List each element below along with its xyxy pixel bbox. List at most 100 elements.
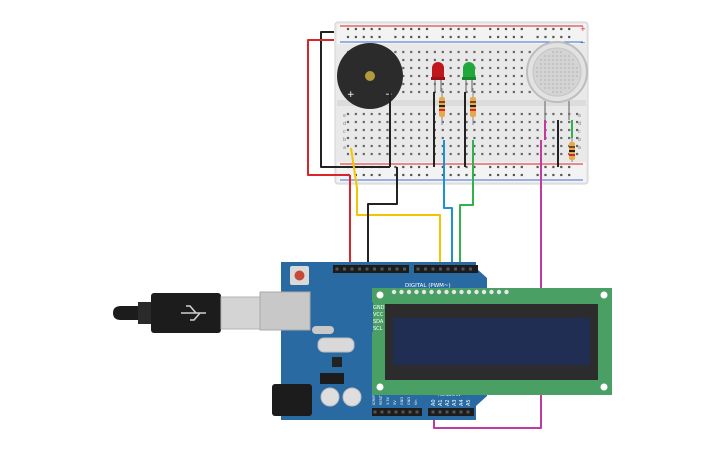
lcd-screen xyxy=(393,318,590,365)
breadboard-hole xyxy=(457,90,460,94)
arduino-usb-port xyxy=(259,291,311,331)
green-led-icon[interactable] xyxy=(462,62,476,92)
breadboard-hole xyxy=(418,120,421,124)
breadboard-row-labels: a b c d e a b c d e + − xyxy=(343,25,586,151)
mesh-dot xyxy=(552,91,554,93)
breadboard-hole xyxy=(576,120,579,124)
breadboard-hole xyxy=(497,112,500,116)
mesh-dot xyxy=(564,63,566,65)
mesh-dot xyxy=(556,63,558,65)
breadboard-hole xyxy=(465,112,468,116)
wire-yellow-buzzer[interactable] xyxy=(350,147,441,267)
power-pin-label-6: Vin xyxy=(414,399,418,405)
mesh-dot xyxy=(568,71,570,73)
mesh-dot xyxy=(544,59,546,61)
rail-hole xyxy=(512,27,515,31)
rail-hole xyxy=(497,27,500,31)
lcd-header-pad xyxy=(504,289,509,295)
power-pin-hole xyxy=(408,410,412,414)
analog-pin-hole xyxy=(466,410,470,414)
breadboard-hole xyxy=(441,128,444,132)
breadboard-hole xyxy=(481,128,484,132)
breadboard-hole xyxy=(465,128,468,132)
breadboard-hole xyxy=(504,136,508,140)
mesh-dot xyxy=(572,67,574,69)
breadboard-hole xyxy=(346,152,350,156)
power-pin-hole xyxy=(401,410,405,414)
mesh-dot xyxy=(548,63,550,65)
breadboard-hole xyxy=(370,120,373,124)
breadboard-hole xyxy=(386,112,389,116)
breadboard-hole xyxy=(465,120,468,124)
power-pin-hole xyxy=(373,410,377,414)
mesh-dot xyxy=(572,59,574,61)
wire-red-rail[interactable] xyxy=(307,39,350,176)
analog-pin-label-1: A1 xyxy=(438,399,444,406)
lcd-header-pad xyxy=(414,289,419,295)
rail-hole xyxy=(465,165,468,169)
arduino-capacitor-2 xyxy=(342,387,362,407)
analog-pin-hole xyxy=(438,410,442,414)
rail-hole xyxy=(362,35,365,39)
mesh-dot xyxy=(552,63,554,65)
breadboard-hole xyxy=(473,82,476,86)
arduino-crystal xyxy=(312,326,334,334)
analog-pin-hole xyxy=(445,410,449,414)
gas-sensor-icon[interactable] xyxy=(526,41,588,120)
breadboard-hole xyxy=(512,112,515,116)
breadboard-hole xyxy=(354,112,357,116)
mesh-dot xyxy=(564,55,566,57)
breadboard-hole xyxy=(441,136,444,140)
rail-hole xyxy=(560,165,563,169)
rail-hole xyxy=(504,35,508,39)
breadboard-hole xyxy=(489,66,492,70)
breadboard-hole xyxy=(520,144,523,148)
breadboard-hole xyxy=(465,152,468,156)
mesh-dot xyxy=(556,55,558,57)
power-pin-hole xyxy=(387,410,391,414)
breadboard-hole xyxy=(481,144,484,148)
breadboard-hole xyxy=(425,152,429,156)
breadboard-hole xyxy=(346,128,350,132)
reset-button[interactable] xyxy=(294,270,305,281)
power-pin-labels: IOREF RESET 3.3V 5V GND GND Vin xyxy=(372,393,418,405)
digital-header-1 xyxy=(333,265,409,273)
breadboard-hole xyxy=(457,128,460,132)
breadboard-hole xyxy=(520,82,523,86)
wire-black-rail[interactable] xyxy=(320,31,390,168)
buzzer-icon[interactable]: + − xyxy=(337,43,403,109)
mesh-dot xyxy=(544,71,546,73)
mesh-dot xyxy=(560,51,562,53)
row-letter-e-right: e xyxy=(578,113,581,119)
breadboard-hole xyxy=(441,90,444,94)
rail-minus-sign: − xyxy=(580,39,586,47)
rail-hole xyxy=(449,27,452,31)
lcd-header-pads xyxy=(391,289,509,295)
wire-blue-led[interactable] xyxy=(443,140,453,267)
rail-hole xyxy=(560,35,563,39)
breadboard-hole xyxy=(512,120,515,124)
breadboard-hole xyxy=(402,112,405,116)
lcd-module[interactable]: GND VCC SDA SCL xyxy=(360,288,612,395)
usb-cable-icon[interactable] xyxy=(113,293,262,333)
breadboard-hole xyxy=(378,120,381,124)
rail-hole xyxy=(378,173,381,177)
mesh-dot xyxy=(572,83,574,85)
rail-hole xyxy=(402,27,405,31)
breadboard-hole xyxy=(386,136,389,140)
wire-green-led[interactable] xyxy=(459,140,474,267)
rail-plus-sign: + xyxy=(580,25,586,33)
resistor-green-led[interactable] xyxy=(470,88,476,125)
breadboard-hole xyxy=(386,120,389,124)
breadboard-hole xyxy=(457,82,460,86)
resistor-sensor[interactable] xyxy=(569,138,575,162)
resistor-red-led[interactable] xyxy=(439,88,445,125)
breadboard-hole xyxy=(425,58,429,62)
lcd-header-pad xyxy=(451,289,457,295)
rail-hole xyxy=(544,173,547,177)
breadboard-hole xyxy=(449,74,452,78)
breadboard-hole xyxy=(560,112,563,116)
breadboard-hole xyxy=(410,90,413,94)
red-led-icon[interactable] xyxy=(431,62,445,92)
breadboard-hole xyxy=(512,90,515,94)
